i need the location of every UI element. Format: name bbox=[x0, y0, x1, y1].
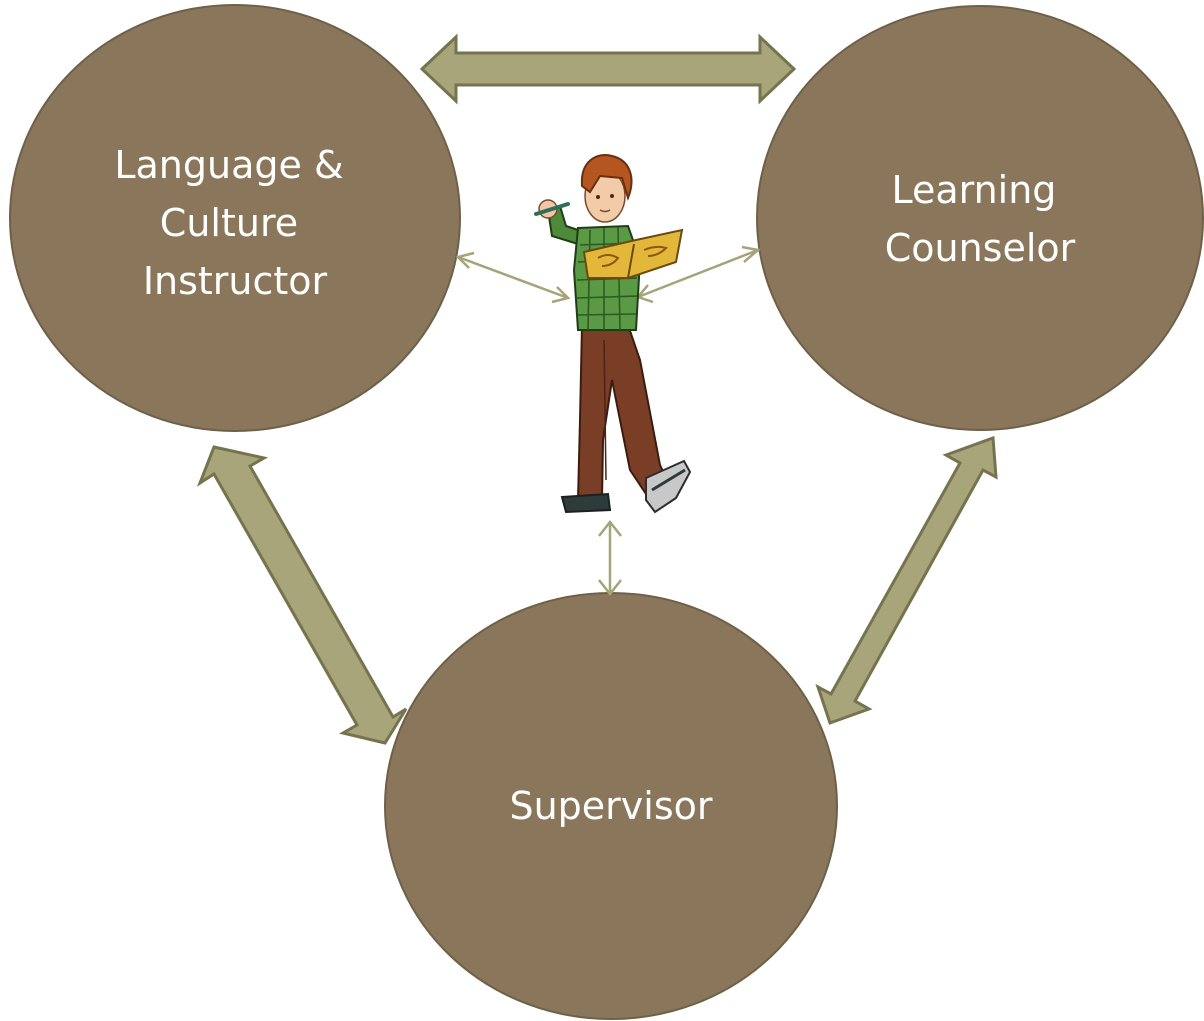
node-instructor-circle bbox=[9, 4, 461, 432]
node-counselor-circle bbox=[756, 5, 1204, 431]
node-supervisor-label: Supervisor bbox=[509, 784, 712, 828]
thin-arrow-figure-supervisor bbox=[598, 519, 622, 597]
thick-arrow-instructor-counselor bbox=[419, 33, 797, 105]
thin-arrow-figure-instructor bbox=[455, 251, 571, 304]
thick-arrow-instructor-supervisor bbox=[196, 445, 408, 745]
student-reading-illustration bbox=[534, 154, 692, 514]
thick-arrow-counselor-supervisor bbox=[815, 435, 998, 725]
node-instructor-label: Language & Culture Instructor bbox=[114, 143, 355, 303]
node-counselor-label: Learning Counselor bbox=[885, 168, 1076, 270]
